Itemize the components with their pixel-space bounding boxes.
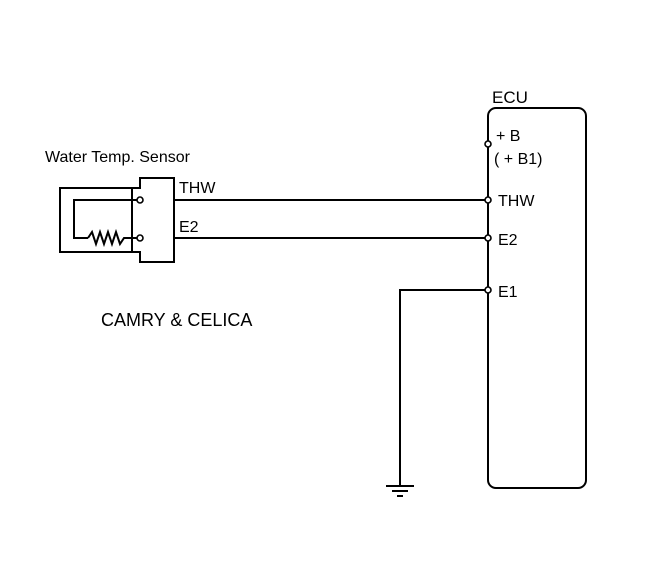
ecu-pin-thw [484, 196, 492, 204]
ground-icon [386, 485, 414, 497]
sensor-connector [131, 177, 175, 263]
ecu-pin-thw-label: THW [498, 193, 535, 210]
thermistor-icon [87, 228, 138, 248]
sensor-pin-thw-label: THW [179, 180, 216, 197]
sensor-pin-thw [136, 196, 144, 204]
ecu-box [487, 107, 587, 489]
ecu-pin-b [484, 140, 492, 148]
ecu-pin-e2 [484, 234, 492, 242]
model-label: CAMRY & CELICA [101, 310, 252, 330]
ecu-pin-e1-label: E1 [498, 284, 518, 301]
ecu-pin-b1-label: ( + B1) [494, 151, 542, 168]
sensor-body [59, 187, 132, 253]
sensor-pin-e2 [136, 234, 144, 242]
sensor-pin-e2-label: E2 [179, 219, 199, 236]
ecu-pin-e1 [484, 286, 492, 294]
sensor-title: Water Temp. Sensor [45, 149, 191, 166]
wire-e1-ground [399, 289, 485, 486]
ecu-pin-b-label: + B [496, 128, 520, 145]
ecu-pin-e2-label: E2 [498, 232, 518, 249]
ecu-title: ECU [492, 88, 528, 107]
sensor-internal-wire [73, 199, 138, 239]
